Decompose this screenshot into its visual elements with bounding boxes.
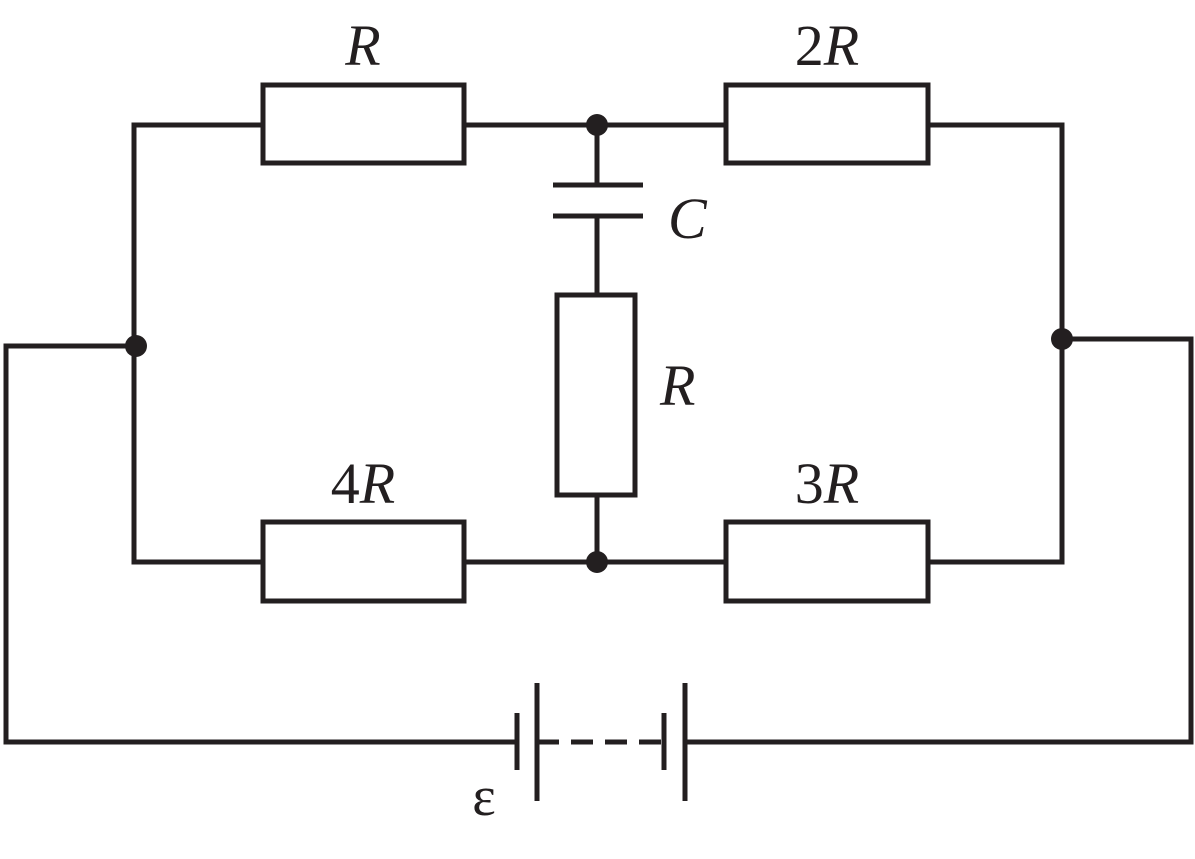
- resistor-bottom-right-coef: 3: [795, 451, 824, 516]
- resistor-top-right-label: 2R: [795, 13, 859, 78]
- resistor-top-left-label: R: [344, 13, 380, 78]
- battery: [514, 683, 688, 801]
- wire-bottom-left: [131, 343, 266, 565]
- resistor-bottom-right: [723, 519, 931, 604]
- wire-bottom-right: [925, 336, 1065, 565]
- resistor-top-left: [260, 82, 467, 166]
- resistor-bottom-right-label: 3R: [795, 451, 859, 516]
- wires: [3, 122, 1194, 745]
- wire-top-right: [925, 122, 1065, 342]
- junction-left: [125, 335, 147, 357]
- resistor-bottom-right-symbol: R: [823, 451, 859, 516]
- resistor-middle: [554, 292, 638, 498]
- resistor-bottom-left: [260, 519, 467, 604]
- resistor-bottom-left-coef: 4: [331, 451, 360, 516]
- wire-outer-left: [3, 343, 520, 745]
- resistor-bottom-left-label: 4R: [331, 451, 395, 516]
- wire-outer-right: [682, 336, 1194, 745]
- junction-top: [586, 114, 608, 136]
- resistor-top-right: [723, 82, 931, 166]
- wire-top-left: [131, 122, 266, 349]
- junction-right: [1051, 328, 1073, 350]
- battery-emf-label: ε: [472, 766, 496, 828]
- resistor-middle-label: R: [659, 353, 695, 418]
- capacitor-label: C: [668, 186, 708, 251]
- capacitor: [553, 182, 643, 219]
- resistor-top-right-coef: 2: [795, 13, 824, 78]
- junction-bottom: [586, 551, 608, 573]
- resistor-middle-symbol: R: [659, 353, 695, 418]
- resistor-bottom-left-symbol: R: [359, 451, 395, 516]
- resistor-top-right-symbol: R: [823, 13, 859, 78]
- resistor-top-left-symbol: R: [344, 13, 380, 78]
